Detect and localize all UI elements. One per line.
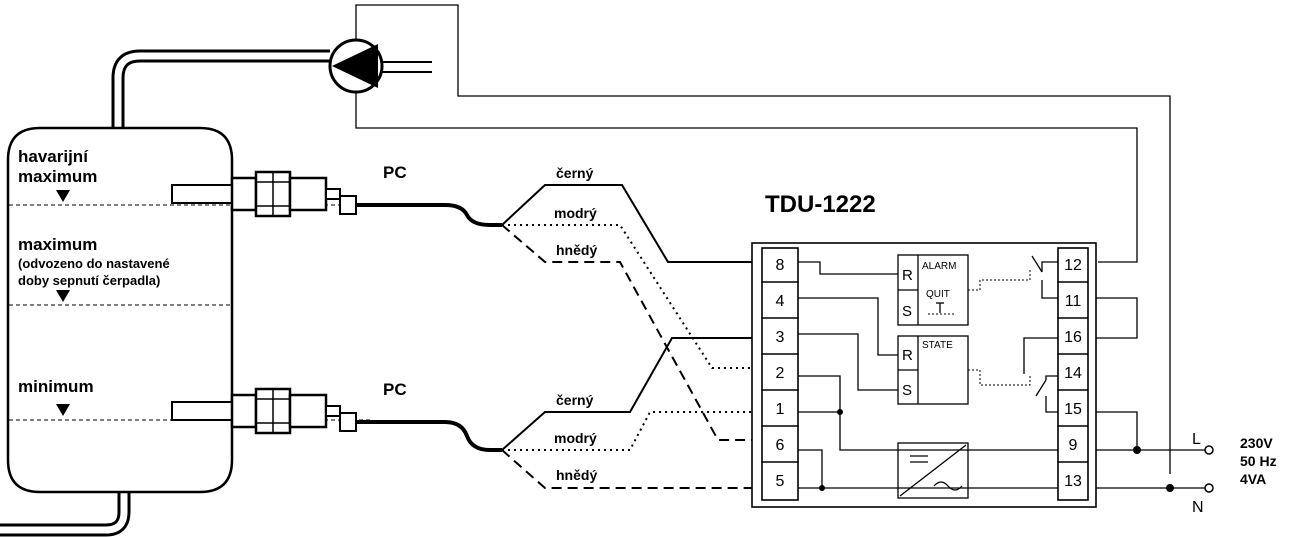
cable-label-upper: PC: [383, 163, 407, 182]
terminal-13: 13: [1064, 473, 1082, 490]
terminal-16: 16: [1064, 329, 1082, 346]
alarm-quit: QUIT: [926, 289, 950, 300]
level-maximum-note-line2: doby sepnutí čerpadla): [18, 273, 160, 288]
level-emergency-line2: maximum: [18, 167, 97, 186]
wire-black-lower: [501, 337, 760, 451]
sensor-upper: [171, 170, 357, 218]
alarm-s: S: [902, 303, 912, 320]
wire-label-blue-lower: modrý: [554, 430, 597, 446]
wire-brown-lower: [501, 449, 762, 489]
supply-line-label: L: [1192, 431, 1201, 448]
wire-blue-lower: [502, 411, 762, 451]
cable-upper: [356, 203, 502, 227]
alarm-title: ALARM: [922, 261, 956, 272]
supply-voltage: 230V: [1240, 435, 1273, 451]
alarm-block: R S ALARM QUIT: [897, 254, 969, 326]
terminal-6: 6: [776, 437, 785, 454]
terminal-l-icon: [1204, 445, 1214, 455]
pump-icon: [328, 4, 1171, 474]
alarm-r: R: [902, 267, 913, 284]
wire-brown-upper: [501, 224, 762, 441]
wire-blue-upper: [502, 224, 762, 369]
wire-black-upper: [501, 184, 760, 263]
terminal-1: 1: [776, 401, 785, 418]
device-title: TDU-1222: [765, 191, 876, 218]
wire-label-blue-upper: modrý: [554, 205, 597, 221]
terminal-5: 5: [776, 473, 785, 490]
wire-label-brown-upper: hnědý: [556, 242, 597, 258]
tank: havarijní maximum maximum (odvozeno do n…: [0, 49, 370, 537]
level-marker-icon: [56, 404, 70, 416]
cable-lower: [356, 420, 502, 452]
terminal-3: 3: [776, 329, 785, 346]
sensor-lower: [171, 387, 357, 435]
terminal-n-icon: [1204, 483, 1214, 493]
supply-frequency: 50 Hz: [1240, 453, 1277, 469]
level-emergency-line1: havarijní: [18, 147, 89, 166]
level-marker-icon: [56, 190, 70, 202]
cable-label-lower: PC: [383, 380, 407, 399]
terminal-12: 12: [1064, 257, 1082, 274]
power-supply-icon: [897, 442, 969, 499]
level-minimum: minimum: [18, 377, 94, 396]
internal-wiring: [798, 255, 1058, 491]
state-s: S: [902, 382, 912, 399]
terminal-2: 2: [776, 365, 785, 382]
level-maximum: maximum: [18, 235, 97, 254]
level-maximum-note-line1: (odvozeno do nastavené: [18, 256, 170, 271]
supply-power: 4VA: [1240, 471, 1266, 487]
terminal-8: 8: [776, 257, 785, 274]
supply-neutral-label: N: [1192, 499, 1204, 516]
terminal-11: 11: [1065, 293, 1082, 310]
terminal-9: 9: [1069, 437, 1078, 454]
wire-label-black-upper: černý: [556, 165, 594, 181]
external-wiring: [1096, 297, 1214, 493]
state-block: R S STATE: [897, 335, 969, 405]
wire-label-brown-lower: hnědý: [556, 467, 597, 483]
wire-label-black-lower: černý: [556, 392, 594, 408]
terminal-15: 15: [1064, 401, 1082, 418]
state-title: STATE: [922, 340, 953, 351]
level-marker-icon: [56, 290, 70, 302]
terminal-14: 14: [1064, 365, 1082, 382]
terminal-4: 4: [776, 293, 785, 310]
state-r: R: [902, 347, 913, 364]
